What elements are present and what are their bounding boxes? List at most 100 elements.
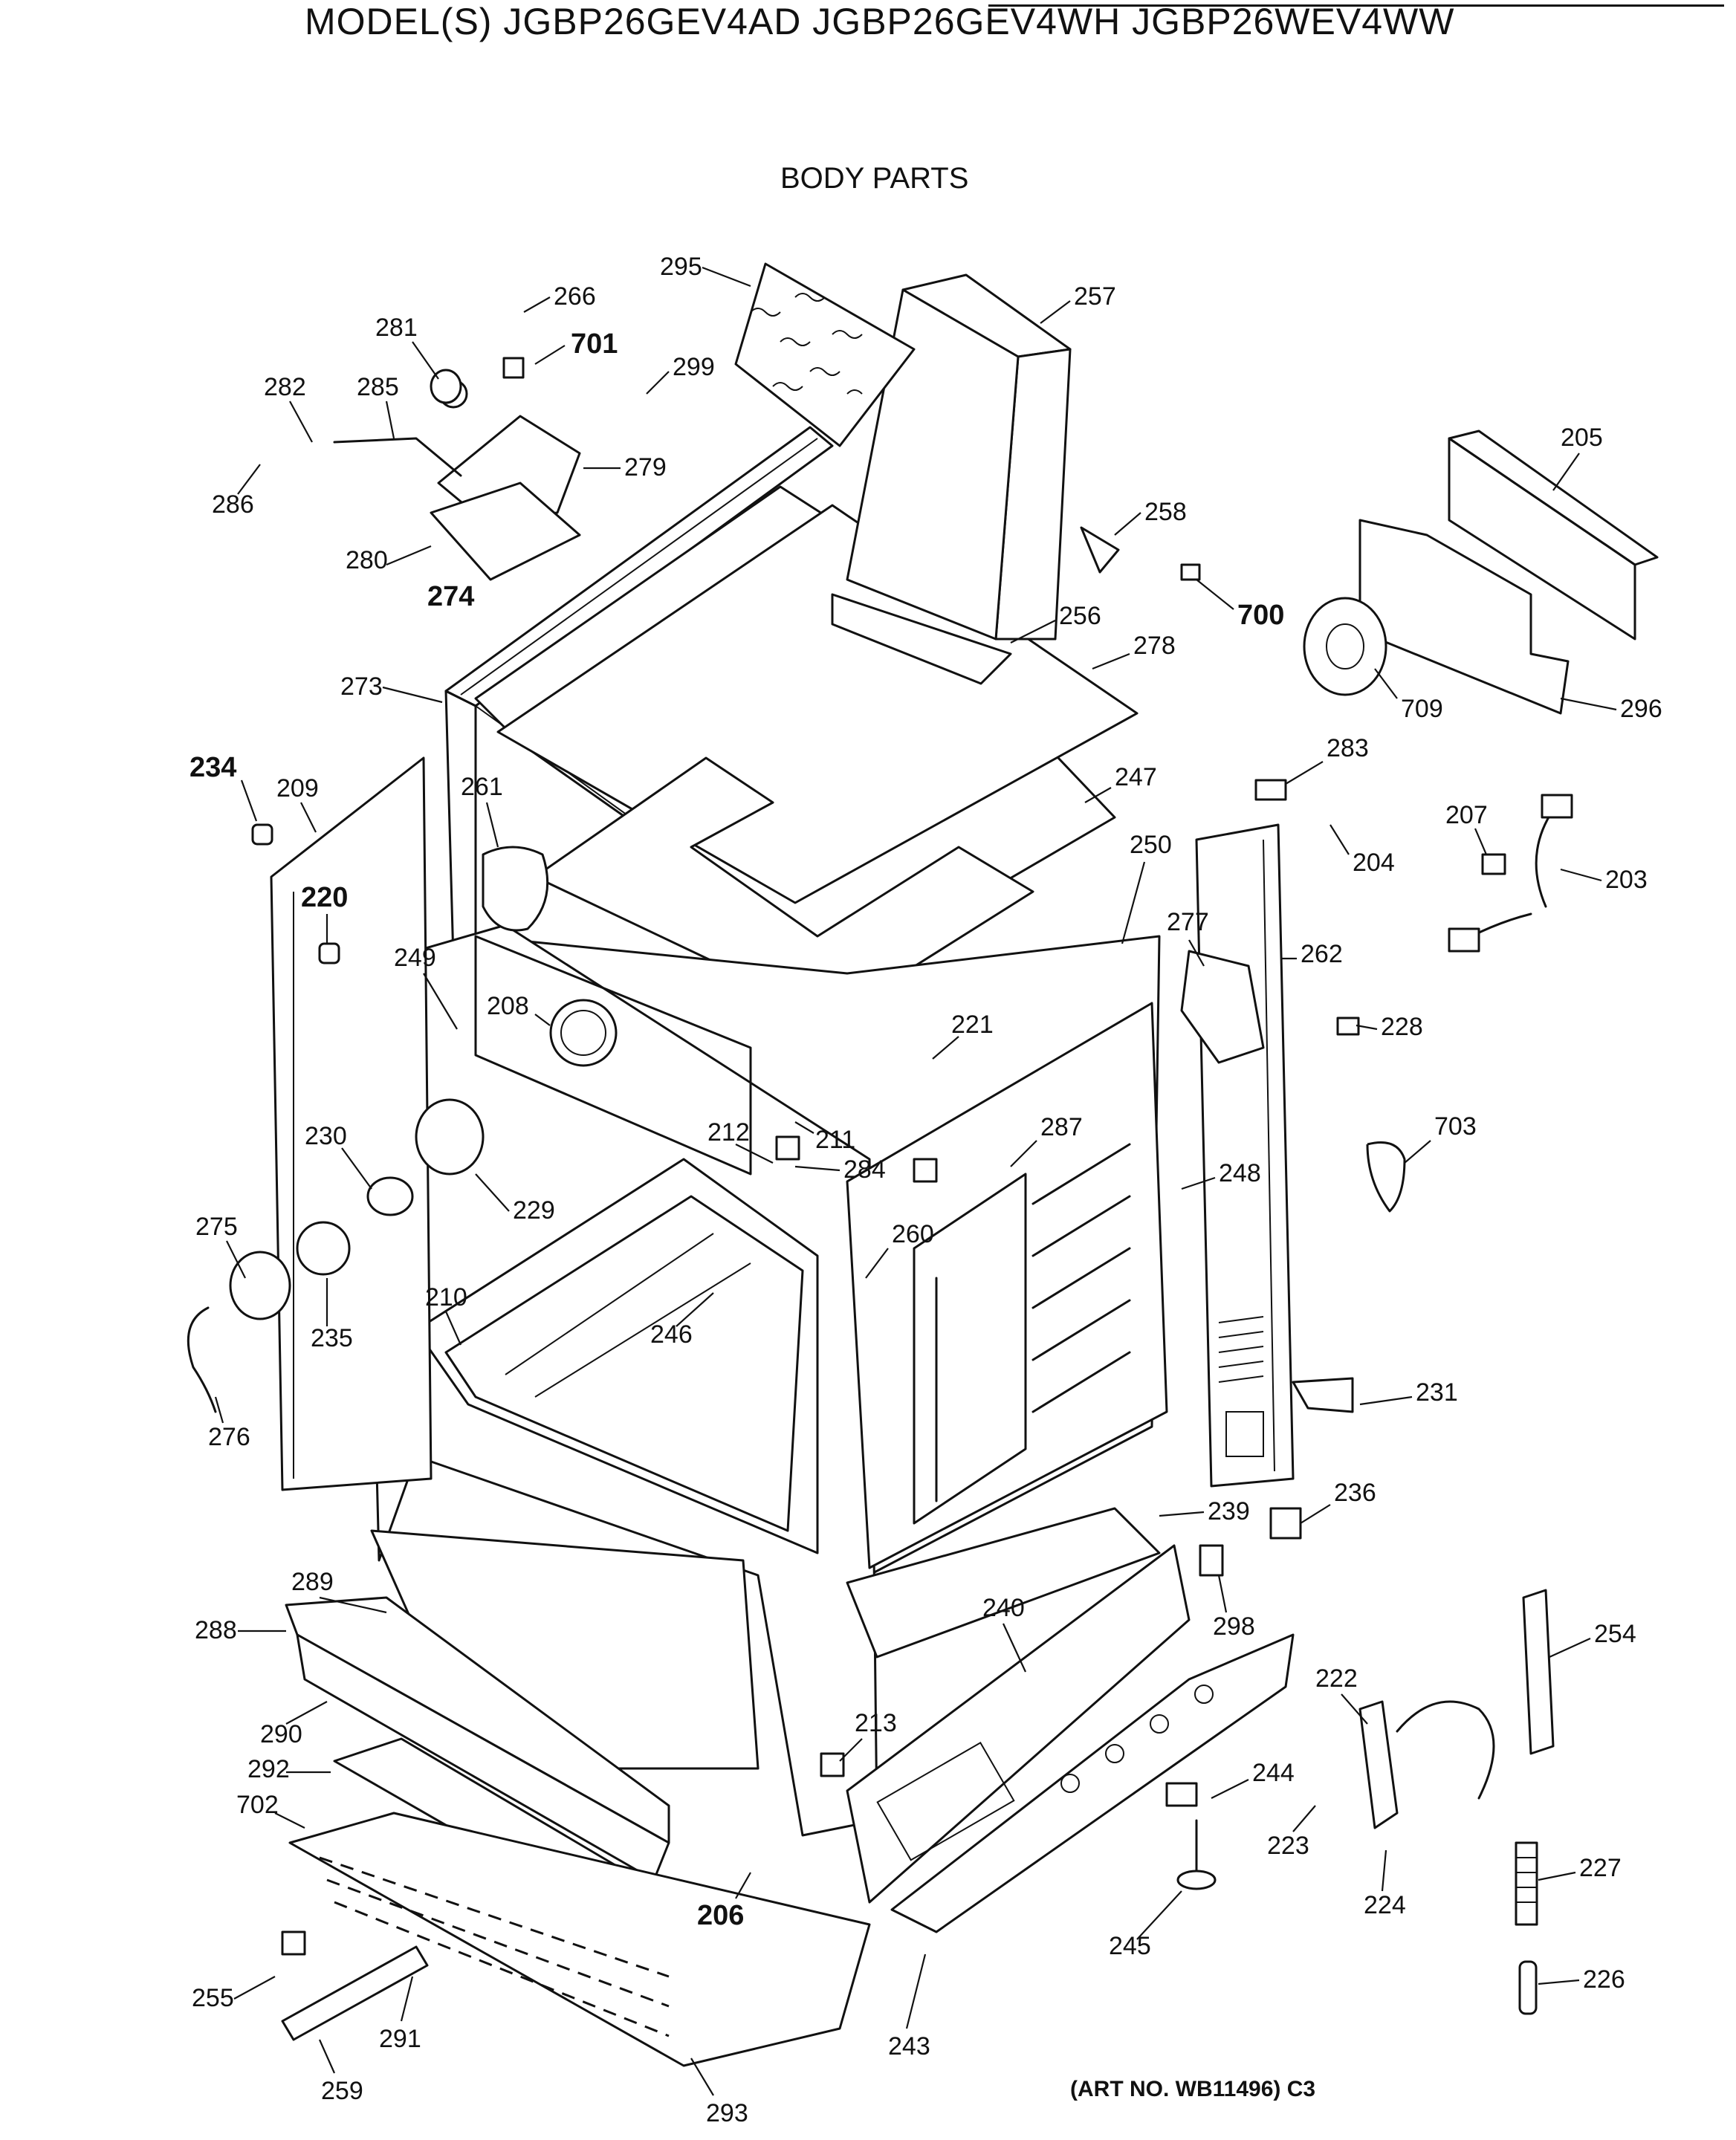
callout-234: 234: [190, 752, 236, 783]
callout-298: 298: [1213, 1612, 1255, 1641]
callout-211: 211: [815, 1126, 855, 1154]
spring-227: [1515, 1841, 1538, 1926]
burner-bracket-assembly-279: [333, 379, 581, 581]
callout-207: 207: [1445, 801, 1488, 829]
back-bracket-205: [1448, 429, 1659, 641]
callout-279: 279: [624, 453, 667, 482]
callout-289: 289: [291, 1568, 334, 1596]
power-cord-203: [1448, 794, 1573, 953]
callout-224: 224: [1364, 1891, 1406, 1919]
link-226: [1518, 1960, 1538, 2015]
callout-258: 258: [1144, 498, 1187, 526]
callout-284: 284: [843, 1155, 886, 1184]
callout-239: 239: [1208, 1497, 1250, 1525]
callout-231: 231: [1416, 1378, 1458, 1407]
callout-286: 286: [212, 490, 254, 519]
left-side-panel-209: [270, 756, 433, 1491]
callout-255: 255: [192, 1984, 234, 2012]
callout-274: 274: [427, 581, 474, 612]
callout-295: 295: [660, 253, 702, 281]
callout-221: 221: [951, 1011, 994, 1039]
callout-280: 280: [346, 546, 388, 574]
callout-703: 703: [1434, 1112, 1477, 1141]
callout-702: 702: [236, 1791, 279, 1819]
callout-700: 700: [1237, 600, 1284, 631]
callout-288: 288: [195, 1616, 237, 1644]
callout-223: 223: [1267, 1832, 1309, 1860]
insulation-blanket-295: [734, 262, 916, 447]
callout-287: 287: [1040, 1113, 1083, 1141]
callout-220: 220: [301, 882, 348, 913]
callout-282: 282: [264, 373, 306, 401]
callout-276: 276: [208, 1423, 250, 1451]
oven-body: [363, 924, 1168, 1837]
callout-240: 240: [982, 1594, 1025, 1622]
hinge-254: [1522, 1589, 1555, 1755]
callout-208: 262: [1301, 940, 1343, 968]
callout-206: 206: [697, 1900, 744, 1931]
callout-254: 254: [1594, 1620, 1636, 1648]
callout-204: 204: [1353, 849, 1395, 877]
callout-273: 273: [340, 672, 383, 701]
callout-210: 210: [425, 1283, 467, 1311]
burner-ring-709: [1303, 597, 1387, 696]
callout-229: 229: [513, 1196, 555, 1225]
callout-227: 227: [1579, 1854, 1622, 1882]
callout-701: 701: [571, 328, 618, 360]
callout-285: 285: [357, 373, 399, 401]
callout-205: 205: [1561, 424, 1603, 452]
callout-283: 283: [1327, 734, 1369, 762]
callout-213: 213: [855, 1709, 897, 1737]
back-bracket-296: [1358, 519, 1570, 715]
callout-244: 244: [1252, 1759, 1295, 1787]
callout-256: 256: [1059, 602, 1101, 630]
callout-291: 291: [379, 2025, 421, 2053]
callout-226: 226: [1583, 1965, 1625, 1994]
callout-262: 277: [1167, 908, 1209, 936]
callout-235: 235: [311, 1324, 353, 1352]
callout-261: 261: [461, 773, 503, 801]
model-title: MODEL(S) JGBP26GEV4AD JGBP26GEV4WH JGBP2…: [305, 1, 1455, 42]
oven-lamp-parts: [187, 1098, 485, 1413]
callout-248: 248: [1219, 1159, 1261, 1187]
door-hinge-222: [1358, 1700, 1495, 1829]
art-number: (ART NO. WB11496) C3: [1070, 2077, 1316, 2101]
callout-243: 243: [888, 2032, 930, 2060]
callout-277: 208: [487, 992, 529, 1020]
callout-278: 278: [1133, 632, 1176, 660]
callout-247: 247: [1115, 763, 1157, 791]
header-rule: [988, 4, 1724, 7]
callout-209: 209: [276, 774, 319, 802]
callout-250: 250: [1130, 831, 1172, 859]
callout-230: 230: [305, 1122, 347, 1150]
right-side-panel-208: [1195, 823, 1295, 1488]
broiler-drawer-parts: [281, 1529, 871, 2067]
callout-labels: 295 257 266 281 701 299 282 285 279 286 …: [190, 253, 1662, 2127]
callout-249: 249: [394, 944, 436, 972]
callout-203: 203: [1605, 866, 1648, 894]
callout-228: 228: [1381, 1013, 1423, 1041]
callout-246: 246: [650, 1320, 693, 1349]
callout-709: 709: [1401, 695, 1443, 723]
lower-front-parts: [846, 1507, 1295, 1933]
callout-275: 275: [195, 1213, 238, 1241]
leveling-leg-245: [1176, 1819, 1217, 1890]
callout-222: 222: [1315, 1664, 1358, 1693]
callout-266: 266: [554, 282, 596, 311]
callout-212: 212: [707, 1118, 750, 1147]
callout-299: 299: [673, 353, 715, 381]
callout-245: 245: [1109, 1932, 1151, 1960]
section-title: BODY PARTS: [780, 162, 969, 195]
callout-293: 293: [706, 2099, 748, 2127]
callout-281: 281: [375, 314, 418, 342]
callout-296: 296: [1620, 695, 1662, 723]
callout-290: 290: [260, 1720, 302, 1748]
callout-292: 292: [247, 1755, 290, 1783]
small-clips: [251, 357, 1506, 1956]
callout-259: 259: [321, 2077, 363, 2105]
callout-257: 257: [1074, 282, 1116, 311]
callout-236: 236: [1334, 1479, 1376, 1507]
callout-260: 260: [892, 1220, 934, 1248]
